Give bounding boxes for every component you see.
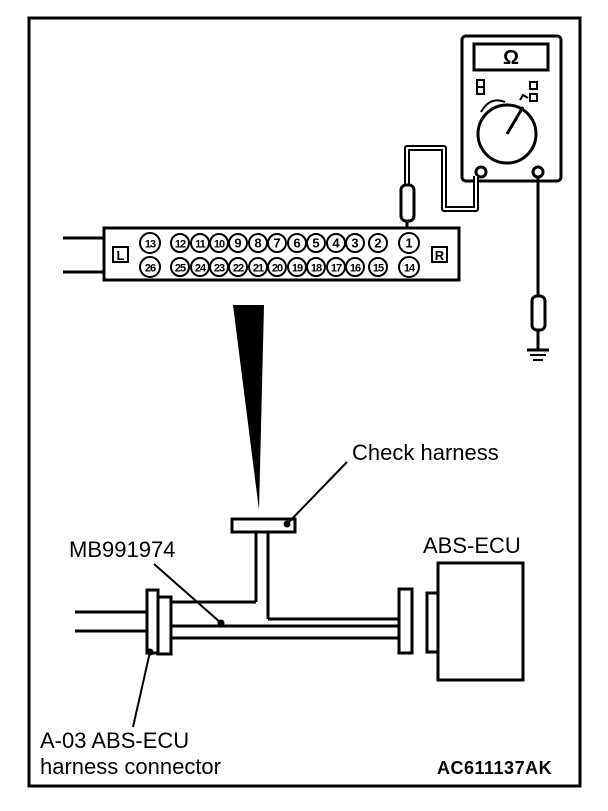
bottom-pin-15 [368, 257, 388, 277]
bottom-pin-14 [398, 256, 420, 278]
top-pin-3 [345, 233, 365, 253]
tool-ecu-side-connector [397, 587, 414, 655]
top-pin-13 [139, 232, 161, 254]
top-pin-label-2: 2 [374, 236, 381, 251]
top-pin-label-9: 9 [234, 236, 241, 251]
top-pin-label-12: 12 [175, 239, 186, 251]
bottom-pin-label-22: 22 [233, 263, 244, 275]
top-pin-5 [306, 233, 326, 253]
check-harness [171, 517, 399, 640]
bottom-pin-label-20: 20 [272, 263, 283, 275]
figure-code: AC611137AK [437, 758, 553, 778]
harness-connector-a03 [75, 588, 173, 656]
top-pin-label-4: 4 [332, 236, 340, 251]
bottom-pin-26 [139, 256, 161, 278]
bottom-pin-22 [228, 257, 248, 277]
pointer-wedge [233, 305, 264, 510]
probe-tip [399, 183, 416, 223]
meter-display [472, 42, 550, 72]
side-label-r: R [435, 248, 445, 263]
top-pin-label-5: 5 [312, 236, 319, 251]
top-pin-12 [170, 233, 190, 253]
abs-ecu-unit [425, 561, 525, 682]
bottom-pin-label-21: 21 [253, 263, 264, 275]
bottom-pin-18 [306, 257, 326, 277]
bottom-pin-16 [345, 257, 365, 277]
bottom-pin-label-24: 24 [195, 263, 207, 275]
ohm-symbol: Ω [503, 47, 519, 69]
bottom-pin-label-16: 16 [350, 263, 361, 275]
top-pin-1 [398, 232, 420, 254]
top-pin-2 [368, 233, 388, 253]
bottom-pin-25 [170, 257, 190, 277]
side-label-l: L [117, 248, 125, 263]
label-tool-number: MB991974 [69, 537, 176, 562]
bottom-pin-label-17: 17 [331, 263, 342, 275]
top-pin-label-10: 10 [214, 239, 225, 251]
test-lead-positive [399, 145, 479, 236]
multimeter: Ω [460, 34, 563, 183]
bottom-pin-20 [267, 257, 287, 277]
label-harness-connector-line1: A-03 ABS-ECU [40, 728, 190, 753]
top-pin-label-3: 3 [351, 236, 358, 251]
top-pin-label-6: 6 [293, 236, 300, 251]
bottom-pin-label-26: 26 [145, 263, 156, 275]
leader-harness-connector [132, 651, 151, 728]
harness-probe-head [230, 517, 297, 534]
label-check-harness: Check harness [352, 440, 499, 465]
top-pin-label-8: 8 [254, 236, 261, 251]
leader-tool [153, 563, 222, 624]
com-jack [474, 165, 488, 179]
top-pin-label-13: 13 [145, 239, 156, 251]
top-pin-label-11: 11 [195, 239, 206, 251]
bottom-pin-label-18: 18 [311, 263, 322, 275]
bottom-pin-label-19: 19 [292, 263, 303, 275]
top-pin-9 [228, 233, 248, 253]
test-lead-ground [527, 177, 549, 361]
leader-check-harness [286, 461, 348, 525]
label-harness-connector-line2: harness connector [40, 754, 221, 779]
top-pin-label-1: 1 [405, 236, 412, 251]
bottom-pin-label-14: 14 [404, 263, 416, 275]
top-pin-label-7: 7 [273, 236, 280, 251]
bottom-pin-label-25: 25 [175, 263, 186, 275]
bottom-pin-label-23: 23 [214, 263, 225, 275]
ohm-jack [531, 165, 545, 179]
top-pin-7 [267, 233, 287, 253]
bottom-pin-label-15: 15 [373, 263, 384, 275]
label-abs-ecu: ABS-ECU [423, 533, 521, 558]
pin-row-bottom: 26 25 24 23 22 21 20 19 18 17 16 15 14 [139, 256, 420, 278]
